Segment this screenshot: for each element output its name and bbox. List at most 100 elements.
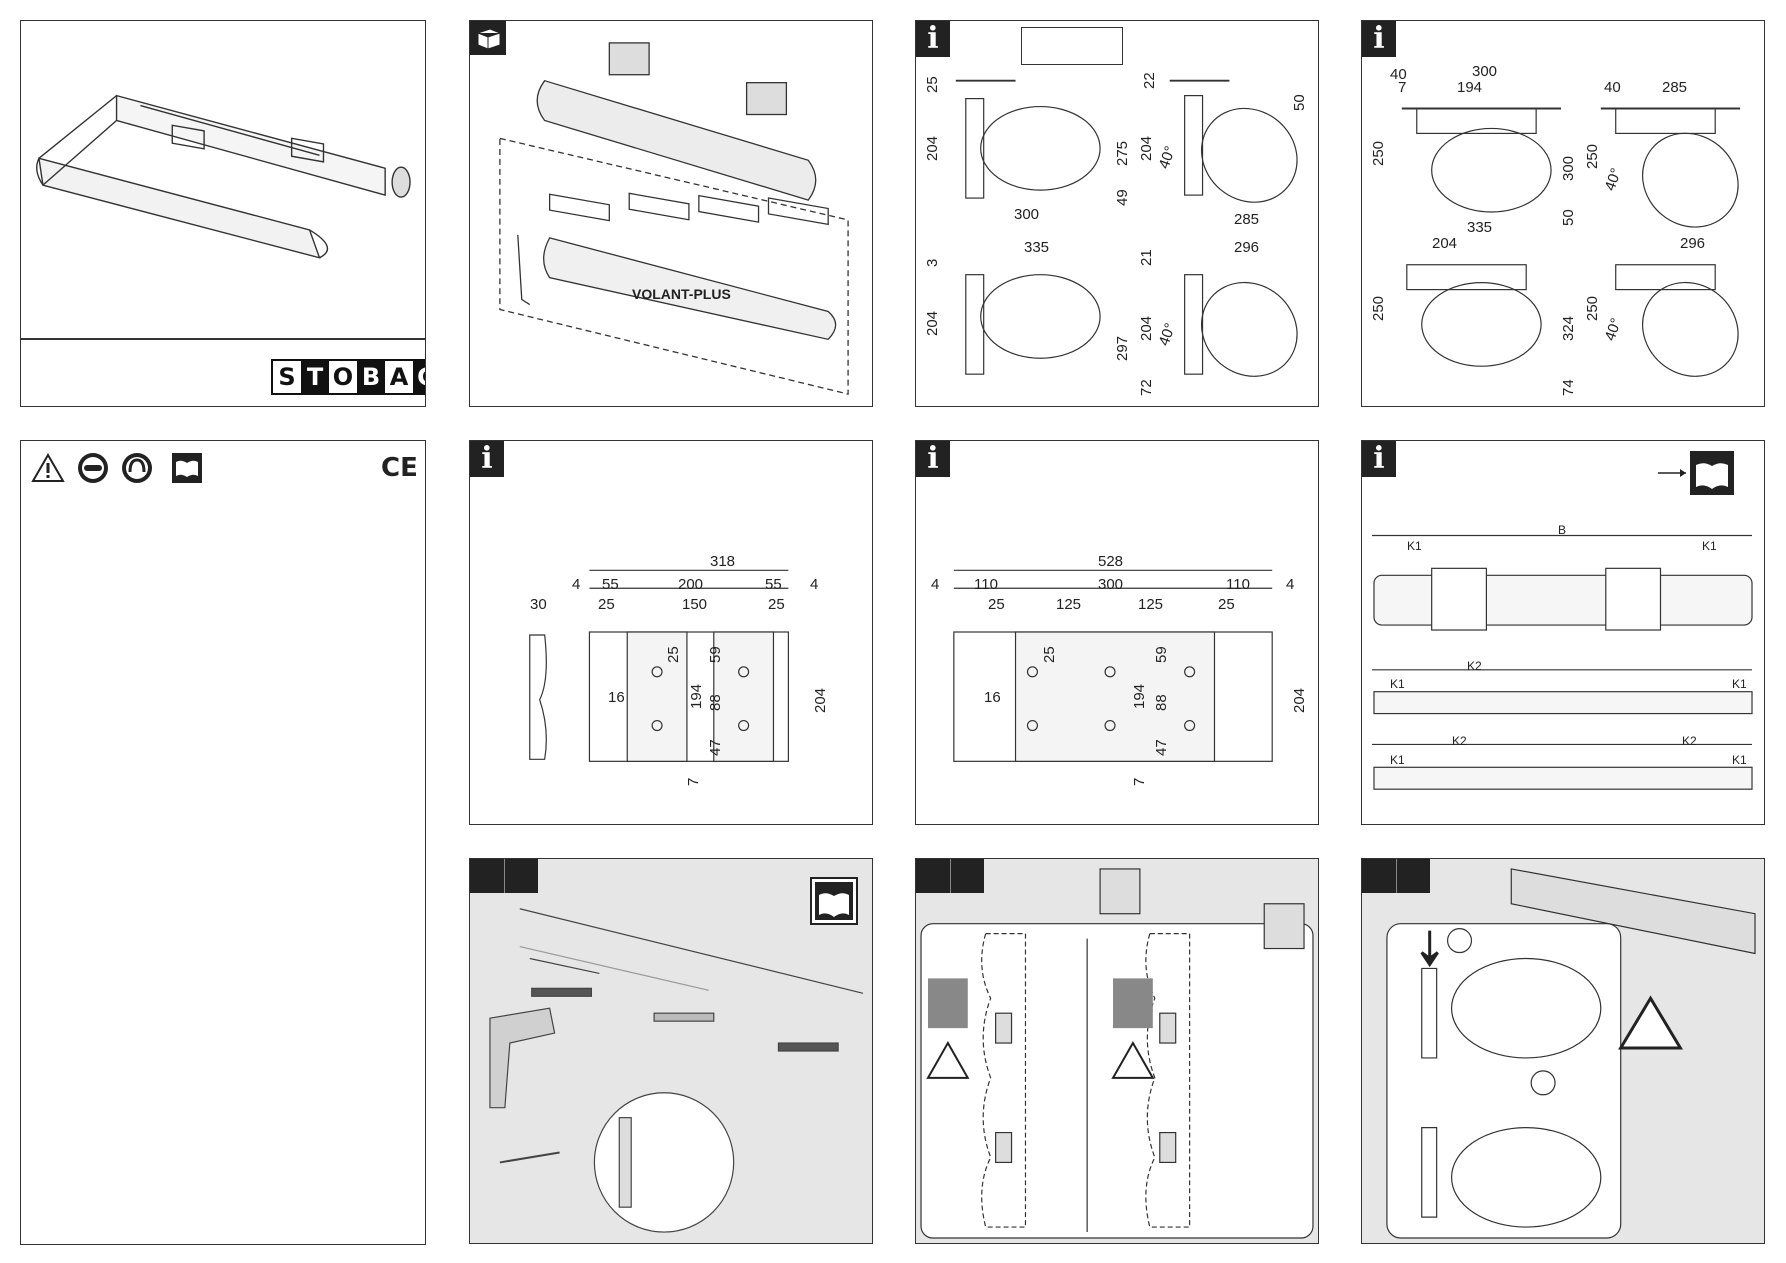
- dim-label: 204: [1138, 315, 1155, 341]
- dim-label: 49: [1114, 189, 1131, 206]
- cassette-section-drawings: [1401, 107, 1741, 377]
- dim-label: 125: [1056, 596, 1082, 613]
- dim-label: K1: [1732, 677, 1747, 691]
- dim-label: 200: [678, 576, 704, 593]
- dim-label: 4: [572, 576, 581, 593]
- dim-label: 40: [1390, 66, 1407, 83]
- warning-icon: [31, 453, 65, 482]
- dim-label: 110: [1226, 576, 1250, 593]
- read-manual-icon: [172, 453, 202, 483]
- dim-label: 59: [1153, 646, 1170, 663]
- dim-label: 250: [1370, 140, 1387, 166]
- dim-label: K2: [1682, 734, 1697, 748]
- dim-label: 204: [924, 310, 941, 336]
- drilling-illustration: [489, 908, 864, 1233]
- logo-letter: B: [357, 361, 385, 393]
- dim-label: 275: [1114, 140, 1131, 166]
- hang-awning-illustration: [1386, 868, 1756, 1239]
- dim-label: K1: [1390, 677, 1405, 691]
- dim-label: 528: [1098, 553, 1124, 570]
- dim-label: 59: [707, 646, 724, 663]
- dim-label: 250: [1370, 295, 1387, 321]
- dim-label: B: [1558, 523, 1567, 537]
- panel-bracket-spacing: i B K1 K1 K2 K1 K1 K1 K2 K2 K1: [1361, 440, 1765, 825]
- divider: [21, 338, 425, 340]
- panel-safety-notes: CE: [20, 440, 426, 1245]
- dim-label: 25: [1041, 646, 1058, 663]
- dim-label: 204: [812, 687, 829, 713]
- dim-label: 40: [1604, 79, 1621, 96]
- dim-label: 30: [530, 596, 547, 613]
- panel-mounting-dimensions-b: i 40 300 7 194 250 40 285 300 250 40° 50…: [1361, 20, 1765, 407]
- dim-label: 335: [1467, 219, 1493, 236]
- dim-label: 47: [1153, 739, 1170, 756]
- dim-label: 150: [682, 596, 708, 613]
- info-icon: i: [916, 21, 950, 57]
- dim-label: K2: [1467, 659, 1482, 673]
- dim-label: 4: [931, 576, 940, 593]
- dim-label: 50: [1560, 209, 1577, 226]
- dim-label: 25: [1218, 596, 1235, 613]
- box-icon: [470, 21, 506, 55]
- dim-label: 250: [1584, 143, 1601, 169]
- info-icon: i: [1362, 21, 1396, 57]
- dim-label: 25: [665, 646, 682, 663]
- dim-label: 324: [1560, 315, 1577, 341]
- dim-label: 7: [1131, 777, 1148, 786]
- dim-label: 25: [924, 76, 941, 93]
- dim-label: 250: [1584, 295, 1601, 321]
- info-icon: i: [916, 441, 950, 477]
- dim-label: 4: [1286, 576, 1295, 593]
- kit-illustration: [499, 42, 849, 395]
- dim-label: 3: [924, 258, 941, 267]
- empty-box: [1021, 27, 1123, 65]
- dim-label: 22: [1141, 72, 1158, 89]
- dim-label: 204: [1138, 135, 1155, 161]
- dim-label: 72: [1138, 379, 1155, 396]
- dim-label: 300: [1472, 63, 1498, 80]
- dim-label: 16: [608, 689, 625, 706]
- dim-label: 194: [688, 683, 705, 709]
- info-icon: i: [470, 441, 504, 477]
- logo-letter: O: [329, 361, 357, 393]
- dim-label: 88: [707, 694, 724, 711]
- logo-letter: S: [273, 361, 301, 393]
- bracket-drawing: [953, 569, 1273, 762]
- stobag-logo: S T O B A G: [271, 359, 425, 395]
- dim-label: 300: [1560, 155, 1577, 181]
- bracket-drawing: [529, 569, 789, 762]
- read-manual-icon: [810, 877, 858, 925]
- step-indicator: [470, 859, 538, 893]
- dim-label: 88: [1153, 694, 1170, 711]
- dim-label: 7: [1398, 79, 1407, 96]
- dim-label: 21: [1138, 249, 1155, 266]
- dim-label: 16: [984, 689, 1001, 706]
- dim-label: 300: [1014, 206, 1040, 223]
- step-indicator: [1362, 859, 1430, 893]
- logo-letter: G: [413, 361, 425, 393]
- panel-bracket-large: i 528 4 110 300 110 4 25 125 125 25 25 1…: [915, 440, 1319, 825]
- dim-label: 296: [1234, 239, 1260, 256]
- logo-letter: A: [385, 361, 413, 393]
- spacing-diagram: [1371, 534, 1753, 790]
- dim-label: K1: [1702, 539, 1717, 553]
- safety-glasses-icon: [78, 453, 108, 483]
- dim-label: 194: [1131, 683, 1148, 709]
- dim-label: K1: [1407, 539, 1422, 553]
- dim-label: 25: [988, 596, 1005, 613]
- dim-label: 50: [1291, 94, 1308, 111]
- dim-label: 25: [768, 596, 785, 613]
- dim-label: 4: [810, 576, 819, 593]
- dim-label: 7: [685, 777, 702, 786]
- panel-kit-contents: VOLANT-PLUS: [469, 20, 873, 407]
- cassette-section-drawings: [955, 79, 1298, 377]
- dim-label: 318: [710, 553, 736, 570]
- read-manual-icon: [1658, 451, 1734, 495]
- dim-label: 125: [1138, 596, 1164, 613]
- panel-mounting-dimensions-a: i 25 204 300 22 50 275 204 40° 49 285 3 …: [915, 20, 1319, 407]
- dim-label: 110: [974, 576, 998, 593]
- ce-mark-icon: CE: [381, 453, 418, 483]
- step-indicator: [916, 859, 984, 893]
- dim-label: K2: [1452, 734, 1467, 748]
- panel-bracket-small: i 318 4 55 200 55 4 30 25 150 25 25 16 1…: [469, 440, 873, 825]
